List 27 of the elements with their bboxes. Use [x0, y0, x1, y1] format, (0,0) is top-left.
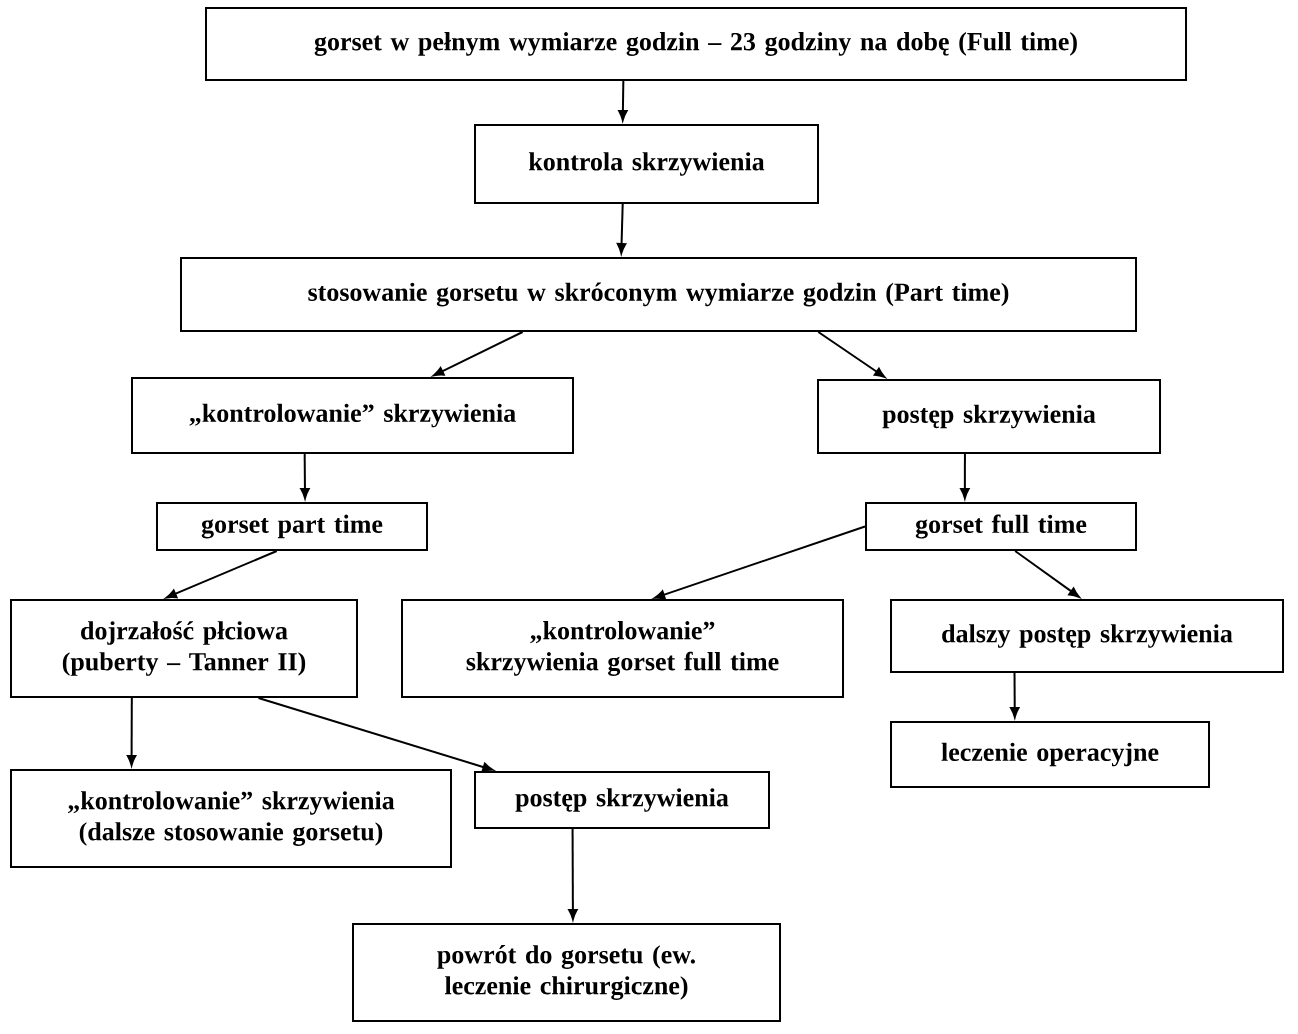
- process-box: postęp skrzywienia: [474, 771, 770, 829]
- arrow: [654, 525, 866, 600]
- process-box: powrót do gorsetu (ew. leczenie chirurgiczne): [352, 923, 781, 1022]
- arrow: [616, 203, 627, 255]
- process-box: „kontrolowanie” skrzywienia (dalsze stosowanie gorsetu): [10, 769, 452, 868]
- arrow: [165, 550, 278, 599]
- arrow: [257, 697, 494, 772]
- arrow: [1010, 672, 1020, 719]
- process-box: dojrzałość płciowa (puberty – Tanner II): [10, 599, 358, 698]
- process-box: gorset w pełnym wymiarze godzin – 23 godziny na dobę (Full time): [205, 7, 1187, 81]
- arrow: [618, 80, 628, 122]
- arrow: [568, 828, 578, 921]
- process-box: gorset part time: [156, 502, 428, 551]
- process-box: postęp skrzywienia: [817, 379, 1161, 454]
- process-box: stosowanie gorsetu w skróconym wymiarze godzin (Part time): [180, 257, 1137, 332]
- process-box: „kontrolowanie” skrzywienia gorset full time: [401, 599, 844, 698]
- process-box: dalszy postęp skrzywienia: [890, 599, 1284, 673]
- arrow: [433, 331, 524, 377]
- process-box: leczenie operacyjne: [890, 721, 1210, 788]
- arrow: [1014, 550, 1080, 598]
- process-box: kontrola skrzywienia: [474, 124, 819, 204]
- arrow: [126, 697, 137, 767]
- process-box: gorset full time: [865, 502, 1137, 551]
- arrow: [300, 453, 310, 500]
- arrow: [960, 453, 970, 500]
- arrow: [817, 331, 886, 378]
- process-box: „kontrolowanie” skrzywienia: [131, 377, 574, 454]
